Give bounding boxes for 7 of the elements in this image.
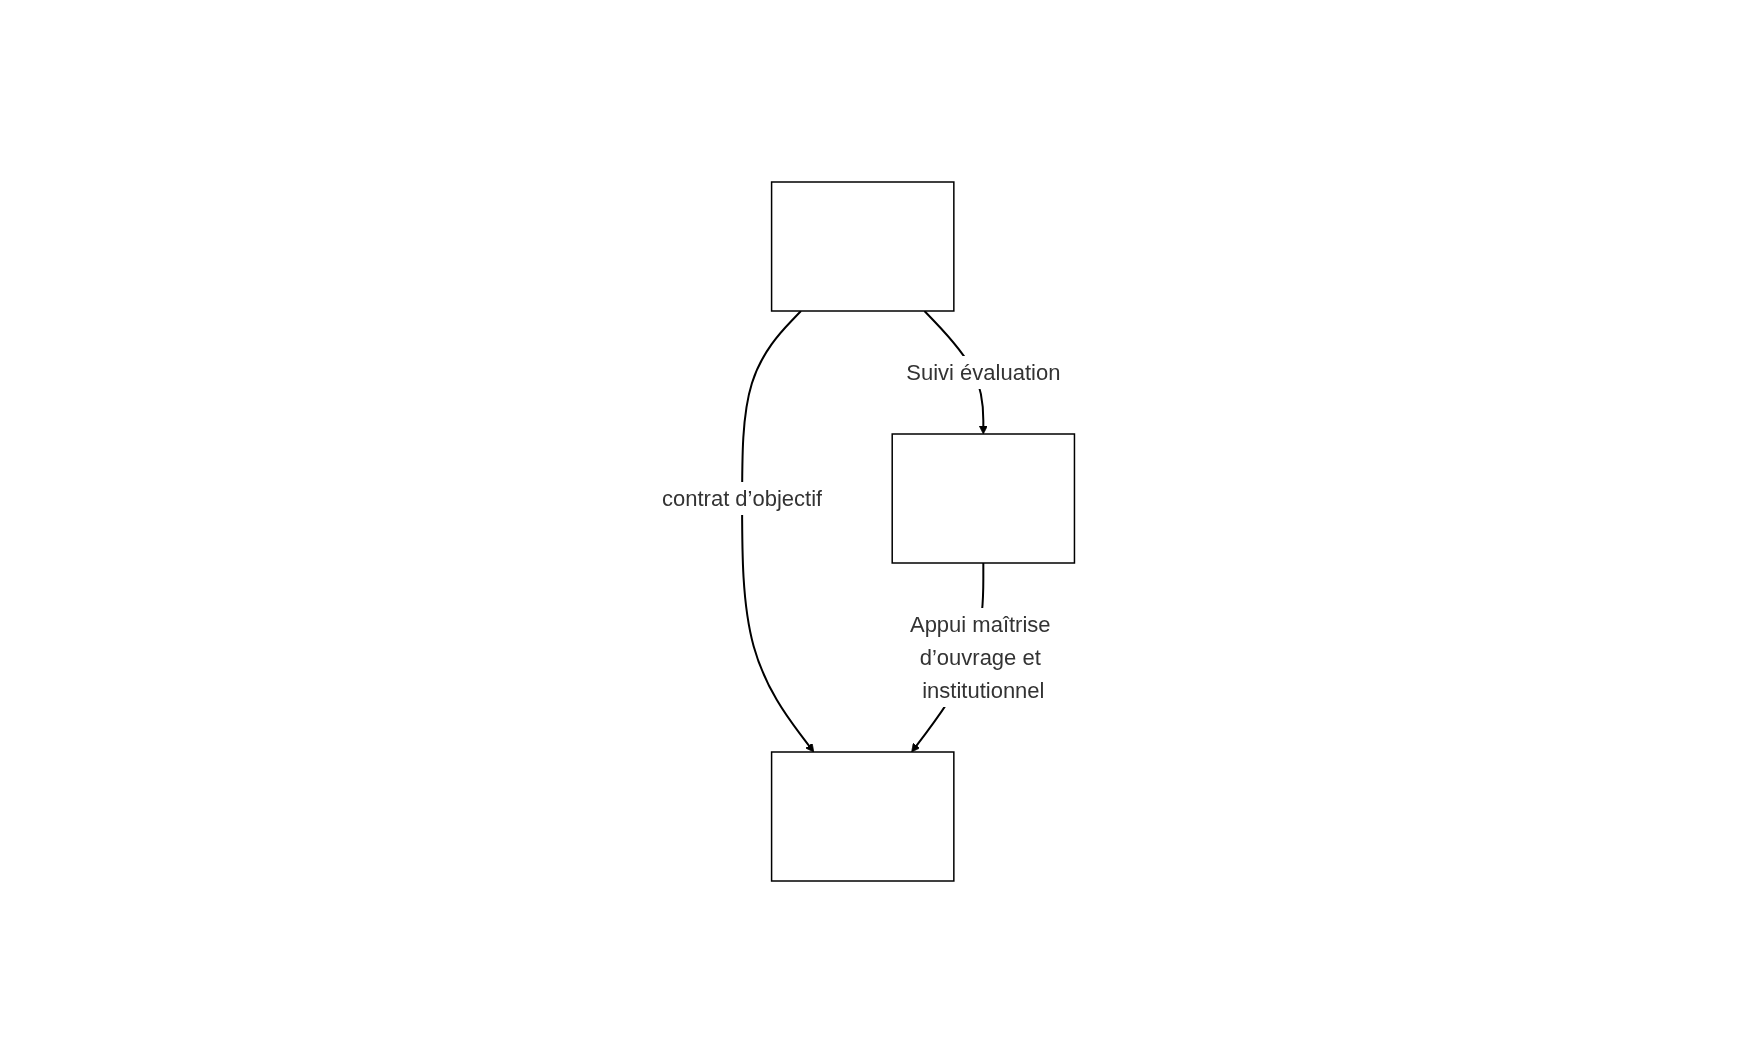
- node-box: [891, 433, 1076, 564]
- node-box: [770, 181, 955, 312]
- arrow: [740, 310, 814, 753]
- edge-label: Appui maîtrise d’ouvrage et institutionnel: [909, 612, 1051, 703]
- node-box: [770, 751, 955, 882]
- edge-label: Suivi évaluation: [906, 360, 1061, 385]
- edge-label: contrat d’objectif: [661, 486, 823, 511]
